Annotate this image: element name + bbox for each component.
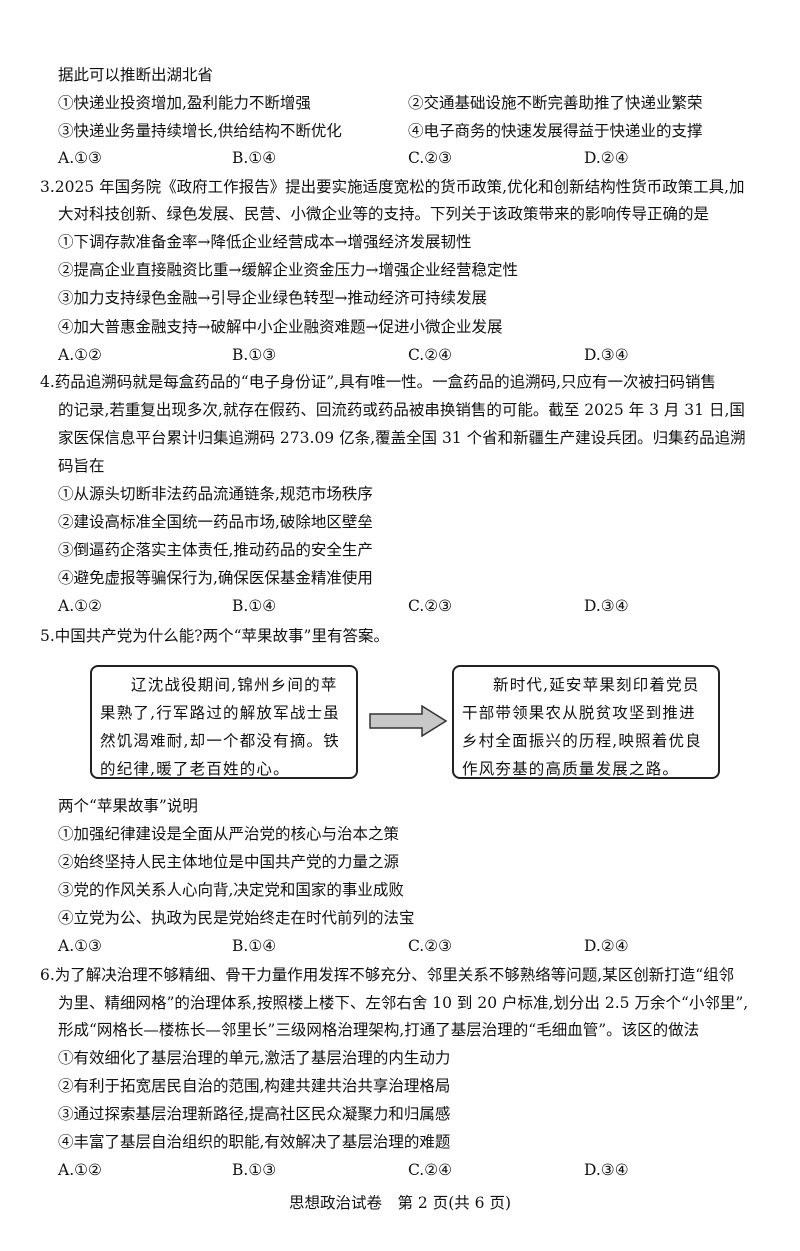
q6-item-3: ③通过探索基层治理新路径,提高社区民众凝聚力和归属感 [58,1105,451,1123]
q2-item-1: ①快递业投资增加,盈利能力不断增强 [58,94,311,112]
story-box-right: 新时代,延安苹果刻印着党员干部带领果农从脱贫攻坚到推进乡村全面振兴的历程,映照着… [452,665,720,779]
q6-choice-a: A.①② [58,1161,102,1179]
q4-choice-b: B.①④ [232,597,277,615]
q2-stem: 据此可以推断出湖北省 [58,66,214,84]
q5-choice-d: D.②④ [584,937,629,955]
right-arrow-icon [369,705,448,737]
q6-stem-line-2: 为里、精细网格”的治理体系,按照楼上楼下、左邻右舍 10 到 20 户标准,划分… [58,994,749,1012]
q6-choice-d: D.③④ [584,1161,629,1179]
q5-item-1: ①加强纪律建设是全面从严治党的核心与治本之策 [58,825,400,843]
q4-item-4: ④避免虚报等骗保行为,确保医保基金精准使用 [58,569,373,587]
q3-item-3: ③加力支持绿色金融→引导企业绿色转型→推动经济可持续发展 [58,289,487,307]
q4-stem-line-4: 码旨在 [58,457,105,475]
q6-item-2: ②有利于拓宽居民自治的范围,构建共建共治共享治理格局 [58,1077,451,1095]
q2-choice-c: C.②③ [408,149,453,167]
q3-choice-b: B.①③ [232,346,277,364]
q4-stem-line-3: 家医保信息平台累计归集追溯码 273.09 亿条,覆盖全国 31 个省和新疆生产… [58,429,746,447]
q3-stem-line-1: 3.2025 年国务院《政府工作报告》提出要实施适度宽松的货币政策,优化和创新结… [40,178,745,196]
q6-stem-line-1: 6.为了解决治理不够精细、骨干力量作用发挥不够充分、邻里关系不够熟络等问题,某区… [40,966,735,984]
q2-item-3: ③快递业务量持续增长,供给结构不断优化 [58,122,342,140]
q4-choice-a: A.①② [58,597,102,615]
q3-choice-d: D.③④ [584,346,629,364]
q6-choice-c: C.②④ [408,1161,453,1179]
q5-stem: 5.中国共产党为什么能?两个“苹果故事”里有答案。 [40,627,389,645]
q4-item-2: ②建设高标准全国统一药品市场,破除地区壁垒 [58,513,373,531]
q2-item-2: ②交通基础设施不断完善助推了快递业繁荣 [408,94,703,112]
q2-choice-b: B.①④ [232,149,277,167]
story-box-left: 辽沈战役期间,锦州乡间的苹果熟了,行军路过的解放军战士虽然饥渴难耐,却一个都没有… [90,665,358,779]
q5-choice-c: C.②③ [408,937,453,955]
q3-item-2: ②提高企业直接融资比重→缓解企业资金压力→增强企业经营稳定性 [58,261,518,279]
q5-item-4: ④立党为公、执政为民是党始终走在时代前列的法宝 [58,909,415,927]
q5-choice-b: B.①④ [232,937,277,955]
q5-item-3: ③党的作风关系人心向背,决定党和国家的事业成败 [58,881,404,899]
page-footer: 思想政治试卷 第 2 页(共 6 页) [288,1194,512,1212]
q5-prompt: 两个“苹果故事”说明 [58,797,198,815]
q6-stem-line-3: 形成“网格长—楼栋长—邻里长”三级网格治理架构,打通了基层治理的“毛细血管”。该… [58,1021,700,1039]
q6-choice-b: B.①③ [232,1161,277,1179]
q3-choice-a: A.①② [58,346,102,364]
q4-stem-line-2: 的记录,若重复出现多次,就存在假药、回流药或药品被串换销售的可能。截至 2025… [58,401,745,419]
q4-item-1: ①从源头切断非法药品流通链条,规范市场秩序 [58,485,373,503]
q3-stem-line-2: 大对科技创新、绿色发展、民营、小微企业等的支持。下列关于该政策带来的影响传导正确… [58,205,710,223]
q3-item-1: ①下调存款准备金率→降低企业经营成本→增强经济发展韧性 [58,233,472,251]
q4-choice-c: C.②③ [408,597,453,615]
q4-choice-d: D.③④ [584,597,629,615]
q6-item-4: ④丰富了基层自治组织的职能,有效解决了基层治理的难题 [58,1133,451,1151]
q5-item-2: ②始终坚持人民主体地位是中国共产党的力量之源 [58,853,400,871]
q2-choice-a: A.①③ [58,149,102,167]
q3-choice-c: C.②④ [408,346,453,364]
q4-stem-line-1: 4.药品追溯码就是每盒药品的“电子身份证”,具有唯一性。一盒药品的追溯码,只应有… [40,373,716,391]
q5-choice-a: A.①③ [58,937,102,955]
q3-item-4: ④加大普惠金融支持→破解中小企业融资难题→促进小微企业发展 [58,318,503,336]
q6-item-1: ①有效细化了基层治理的单元,激活了基层治理的内生动力 [58,1049,451,1067]
q4-item-3: ③倒逼药企落实主体责任,推动药品的安全生产 [58,541,373,559]
q2-choice-d: D.②④ [584,149,629,167]
q2-item-4: ④电子商务的快速发展得益于快递业的支撑 [408,122,703,140]
